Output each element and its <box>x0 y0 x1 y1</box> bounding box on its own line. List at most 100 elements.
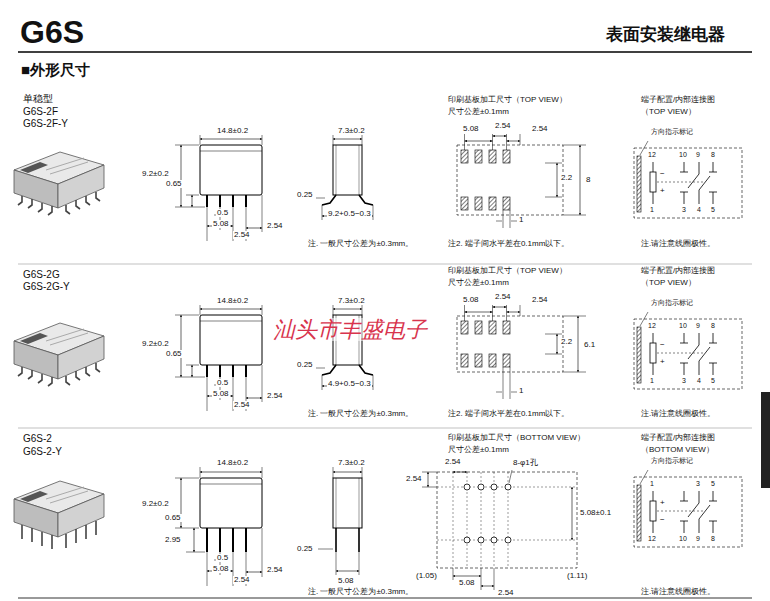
view-title: （TOP VIEW） <box>640 279 697 287</box>
view-title: 尺寸公差±0.1mm <box>447 279 510 287</box>
dimension-label: 0.5 <box>216 209 229 217</box>
dimension-label: 2.95 <box>164 536 182 544</box>
note-text: 注.请注意线圈极性。 <box>640 588 716 596</box>
side-view <box>318 467 362 575</box>
dimension-label: 2.54 <box>233 401 251 409</box>
section-heading: 表面安装继电器 <box>605 26 726 44</box>
dimension-label: 5.08 <box>337 577 355 585</box>
relay-pins <box>18 192 100 215</box>
pin-number: 3 <box>681 377 687 384</box>
pin-number: − <box>659 170 666 178</box>
header-rule <box>18 51 752 53</box>
dimension-label: 2.54 <box>444 458 462 466</box>
front-view <box>175 135 262 241</box>
pin-number: 9 <box>695 151 701 158</box>
dimension-label: 5.08±0.1 <box>579 509 612 517</box>
pcb-hole-layout <box>422 470 577 590</box>
view-title: 端子配置/内部连接图 <box>640 267 716 275</box>
dimension-label: 14.8±0.2 <box>216 297 249 305</box>
view-title: （BOTTOM VIEW） <box>640 446 715 454</box>
front-view <box>175 467 262 586</box>
pin-number: 5 <box>710 480 716 487</box>
note-text: 方向指示标记 <box>650 299 694 306</box>
dimension-label: 14.8±0.2 <box>216 127 249 135</box>
dimension-label: 2.54 <box>497 589 515 597</box>
row-rule <box>18 264 752 265</box>
model-name: 单稳型 <box>22 94 54 105</box>
dimension-label: 5.08 <box>458 579 476 587</box>
dimension-label: 2.2 <box>560 174 573 182</box>
dimension-label: 5.08 <box>212 220 230 228</box>
pin-number: 1 <box>649 206 655 213</box>
dimension-label: 5.08 <box>462 296 480 304</box>
row-rule <box>18 598 752 599</box>
note-text: 方向指示标记 <box>650 128 694 135</box>
pin-number: 4 <box>696 377 702 384</box>
dimension-label: (1.05) <box>415 572 438 580</box>
dimension-label: 5.08 <box>212 565 230 573</box>
dimension-label: 4.9+0.5−0.3 <box>327 380 372 388</box>
pin-number: 9 <box>695 535 701 542</box>
terminal-diagram <box>634 141 742 218</box>
pin-number: 8 <box>710 535 716 542</box>
pin-number: 5 <box>710 206 716 213</box>
dimension-label: 9.2±0.2 <box>141 500 170 508</box>
dimension-label: 5.08 <box>212 390 230 398</box>
dimension-label: 1 <box>518 216 524 224</box>
model-name: G6S-2G-Y <box>22 282 71 293</box>
model-name: G6S-2G <box>22 270 61 281</box>
dimension-label: 0.5 <box>216 379 229 387</box>
dimension-label: 2.2 <box>560 338 573 346</box>
note-text: 注. 一般尺寸公差为±0.3mm。 <box>307 588 414 596</box>
pin-number: 12 <box>647 322 657 329</box>
dimension-label: 8 <box>585 176 591 184</box>
pin-number: 1 <box>649 377 655 384</box>
dimension-label: 9.2±0.2 <box>141 170 170 178</box>
note-text: 方向指示标记 <box>650 457 694 464</box>
dimension-label: 0.25 <box>296 361 314 369</box>
dimension-label: 2.54 <box>233 231 251 239</box>
pin-number: + <box>659 499 666 507</box>
view-title: 印刷基板加工尺寸（TOP VIEW） <box>447 96 568 104</box>
view-title: 印刷基板加工尺寸（TOP VIEW） <box>447 267 568 275</box>
dimension-label: 2.54 <box>266 392 284 400</box>
page-title: G6S <box>20 16 84 48</box>
dimension-label: 0.65 <box>165 350 183 358</box>
dimension-label: 2.54 <box>531 125 549 133</box>
pcb-layout <box>457 134 586 228</box>
note-text: 注. 一般尺寸公差为±0.3mm。 <box>307 410 414 418</box>
pin-number: − <box>659 341 666 349</box>
dimension-label: 2.54 <box>266 566 284 574</box>
note-text: 注.请注意线圈极性。 <box>640 410 716 418</box>
relay-pins <box>22 521 96 549</box>
pcb-layout <box>457 305 586 399</box>
note-text: 注2. 端子间水平差在0.1mm以下。 <box>447 240 570 248</box>
view-title: 端子配置/内部连接图 <box>640 96 716 104</box>
dimension-label: 6.1 <box>583 341 596 349</box>
dimension-label: 2.54 <box>494 293 512 301</box>
pin-number: 3 <box>695 480 701 487</box>
dimension-label: 0.25 <box>296 545 314 553</box>
pin-number: 5 <box>710 377 716 384</box>
pin-number: 8 <box>710 151 716 158</box>
dimension-label: 14.8±0.2 <box>216 459 249 467</box>
dimension-label: 2.54 <box>266 222 284 230</box>
model-name: G6S-2F <box>22 107 59 118</box>
dimension-label: 2.54 <box>405 475 423 483</box>
dimension-label: 9.2+0.5−0.3 <box>327 210 372 218</box>
dimension-label: 0.65 <box>165 180 183 188</box>
view-title: 尺寸公差±0.1mm <box>447 446 510 454</box>
pin-number: + <box>659 358 666 366</box>
dimension-label: 9.2±0.2 <box>141 340 170 348</box>
dimension-label: 0.5 <box>216 554 229 562</box>
dimension-label: 7.3±0.2 <box>337 127 366 135</box>
pin-number: 12 <box>647 151 657 158</box>
pin-number: 10 <box>678 322 688 329</box>
note-text: 注2. 端子间水平差在0.1mm以下。 <box>447 410 570 418</box>
side-view <box>316 135 373 220</box>
view-title: 端子配置/内部连接图 <box>640 434 716 442</box>
dimension-label: 0.65 <box>164 514 182 522</box>
pin-number: + <box>659 187 666 195</box>
note-text: 注.请注意线圈极性。 <box>640 240 716 248</box>
side-tab <box>761 392 770 488</box>
